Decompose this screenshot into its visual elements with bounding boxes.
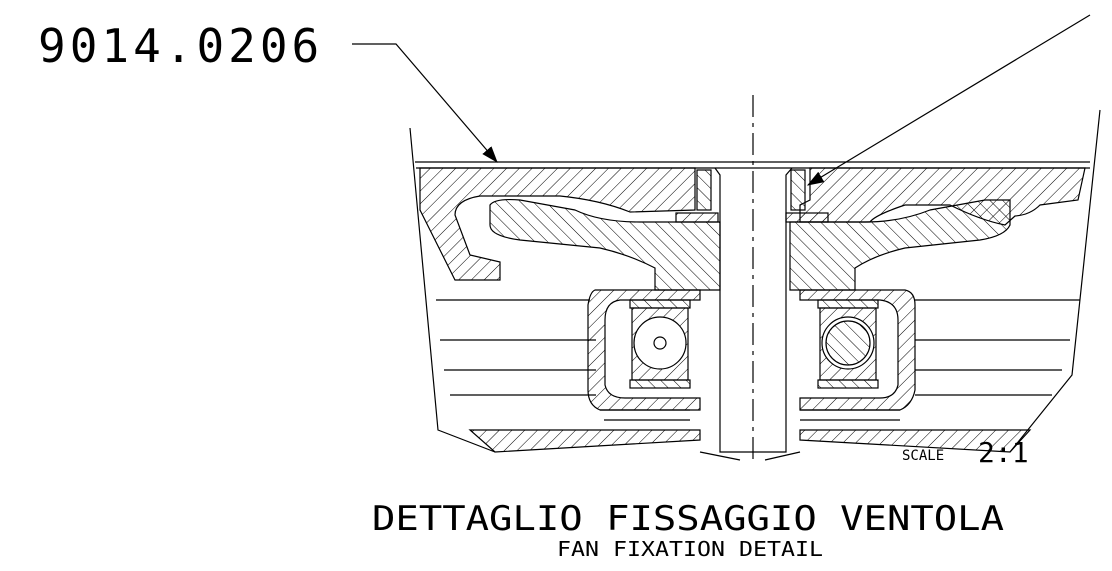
fan-hub-right-section [789,199,1011,291]
lower-band-right [799,429,1032,453]
part-number-label: 9014.0206 [38,19,323,73]
title-main: DETTAGLIO FISSAGGIO VENTOLA [372,499,1004,539]
title-sub: FAN FIXATION DETAIL [557,537,823,561]
bearing-right [817,299,879,389]
bearing-housing-right [799,289,916,411]
scale-value: 2:1 [978,436,1029,469]
central-shaft [699,167,801,461]
washer-left [675,212,719,223]
screw-left [696,169,712,211]
leader-line-left [352,43,498,163]
bearing-left [629,299,691,389]
screw-right [790,169,806,211]
bearing-housing-left [587,289,701,411]
lower-band-left [468,429,701,453]
top-plate-left-section [419,167,696,281]
leader-line-right [806,14,1091,186]
washer-right [785,212,829,223]
housing-outline [409,109,1101,453]
scale-label: SCALE [902,448,944,464]
